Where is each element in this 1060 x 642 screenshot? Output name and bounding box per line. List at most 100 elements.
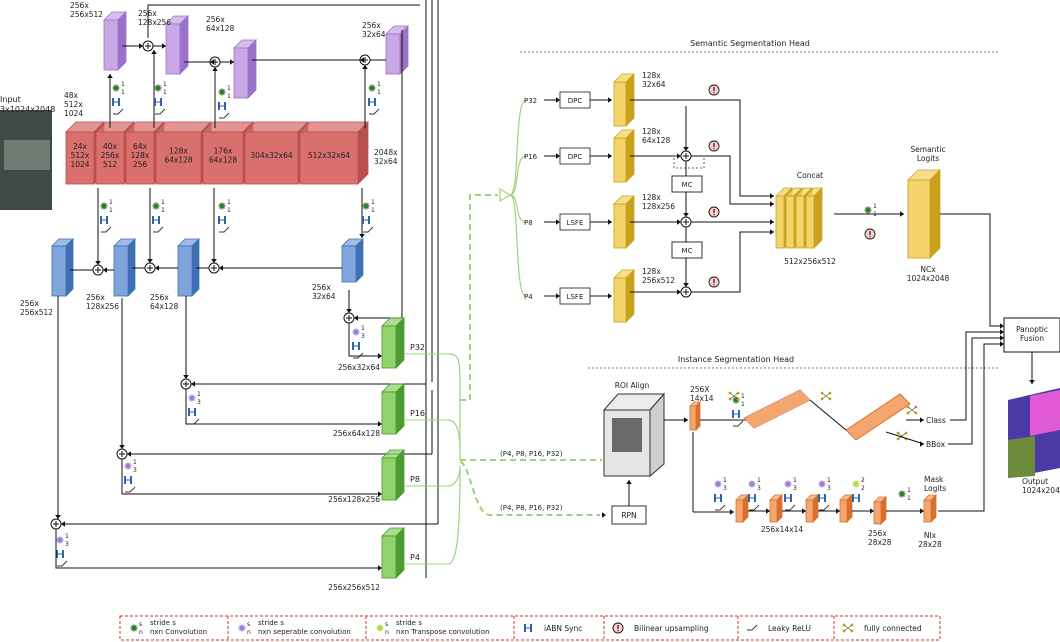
iabn-bar [112,98,114,106]
legend-fc-icon [842,623,854,633]
leaky-relu-icon [715,504,726,511]
arrow-head [770,229,774,235]
arrow-head [1000,323,1004,329]
arrow-head [212,67,218,71]
arrow-head [920,417,924,423]
conv-kernel: 3 [757,485,761,492]
green-output-p8-side [395,449,405,501]
conv-stride: 2 [861,477,865,484]
mc-label: MC [682,247,693,255]
encoder-block-e2-front [95,131,125,185]
mc-box [671,175,703,193]
bilinear-mark [713,279,715,283]
mask-feature-4-side [846,494,853,523]
arrow-head [683,283,689,287]
iabn-bar [188,408,190,416]
roi-feature-label: 256X [690,385,709,394]
blue-label: 64x128 [150,302,179,311]
legend-sep-icon: sn [238,621,251,636]
conv-kernel: 3 [133,467,137,474]
arrow-head [210,59,214,65]
conv-icon: 13 [714,477,727,492]
semantic-fanout [509,99,527,196]
conv-stride: 1 [377,81,381,88]
semantic-feature-label: 32x64 [642,80,666,89]
blue-feature-map-3-front [177,245,193,297]
roi-align-screen [612,418,642,452]
conv-stride: 1 [757,477,761,484]
semantic-feature-map-1-front [613,81,627,127]
iabn-icon [362,216,370,224]
arrow-head [378,421,382,427]
legend-text: stride s [396,619,422,627]
blue-label: 256x [150,293,169,302]
purple-feature-map-4-side [399,25,409,75]
semantic-logits-label: Logits [917,154,939,163]
conv-icon-ray [113,85,119,91]
arrow-head [183,375,189,379]
conv-stride: 1 [361,325,365,332]
iabn-bar [158,216,160,224]
fc-layer-1-fill [744,390,810,428]
semantic-feature-label: 128x [642,193,661,202]
conv-icon-ray [219,203,225,209]
arrow-head [1000,335,1004,341]
semantic-logits-label: Semantic [910,145,945,154]
blue-label: 256x [20,299,39,308]
iabn-bar [154,98,156,106]
encoder-block-label: 24x [73,142,88,151]
output-connector [185,389,382,425]
encoder-block-e7-top [299,121,369,133]
feature-bus [447,353,461,460]
arrow-head [103,267,107,273]
legend-text: iABN Sync [544,624,582,633]
conv-stride: 1 [723,477,727,484]
arrow-head [684,417,688,423]
encoder-block-label: 128x [131,151,150,160]
conv-kernel: 1 [227,93,231,100]
conv-kernel: 3 [197,399,201,406]
concat-size: 512x256x512 [784,257,836,266]
purple-feature-map-2-front [165,23,181,75]
green-output-p4-side [395,527,405,579]
encoder-block-label: 304x32x64 [250,151,293,160]
iabn-bar [352,342,354,350]
mask-feature-label: 256x [868,529,887,538]
green-output-p32 [381,317,405,369]
arrow-head [683,147,689,151]
conv-icon-ray [899,491,905,497]
semantic-input-p4: P4 [524,293,533,301]
arrow-head [61,521,65,527]
iabn-icon [100,216,108,224]
green-output-p4-front [381,535,397,579]
arrow-head [920,441,924,447]
arrow-head [626,480,632,484]
panoptic-fusion-label: Panoptic [1016,325,1048,334]
output-name: P32 [410,343,425,352]
conv-stride: 1 [65,533,69,540]
output-name: P8 [410,475,420,484]
iabn-bar [100,216,102,224]
purple-feature-map-2 [165,15,189,75]
mask-feature-label: 28x28 [868,538,892,547]
arrow-head [127,451,131,457]
conv-icon-ray [853,481,859,487]
iabn-icon [154,98,162,106]
mask-feature-3 [805,494,819,523]
purple-feature-map-3 [233,39,257,99]
conv-stride: s [247,621,250,628]
semantic-feature-map-4 [613,269,635,323]
arrow-head [1029,380,1035,384]
conv-icon-ray [155,85,161,91]
concat-slice-2-front [785,195,795,249]
semantic-logits-size: 1024x2048 [907,274,950,283]
mask-feature-6-front [923,499,932,523]
iabn-icon [152,216,160,224]
leaky-relu-icon [733,420,744,427]
iabn-icon [112,98,120,106]
iabn-bar [362,216,364,224]
encoder-block-label: 64x128 [209,156,238,165]
arrow-head [608,153,612,159]
conv-icon: 13 [784,477,797,492]
